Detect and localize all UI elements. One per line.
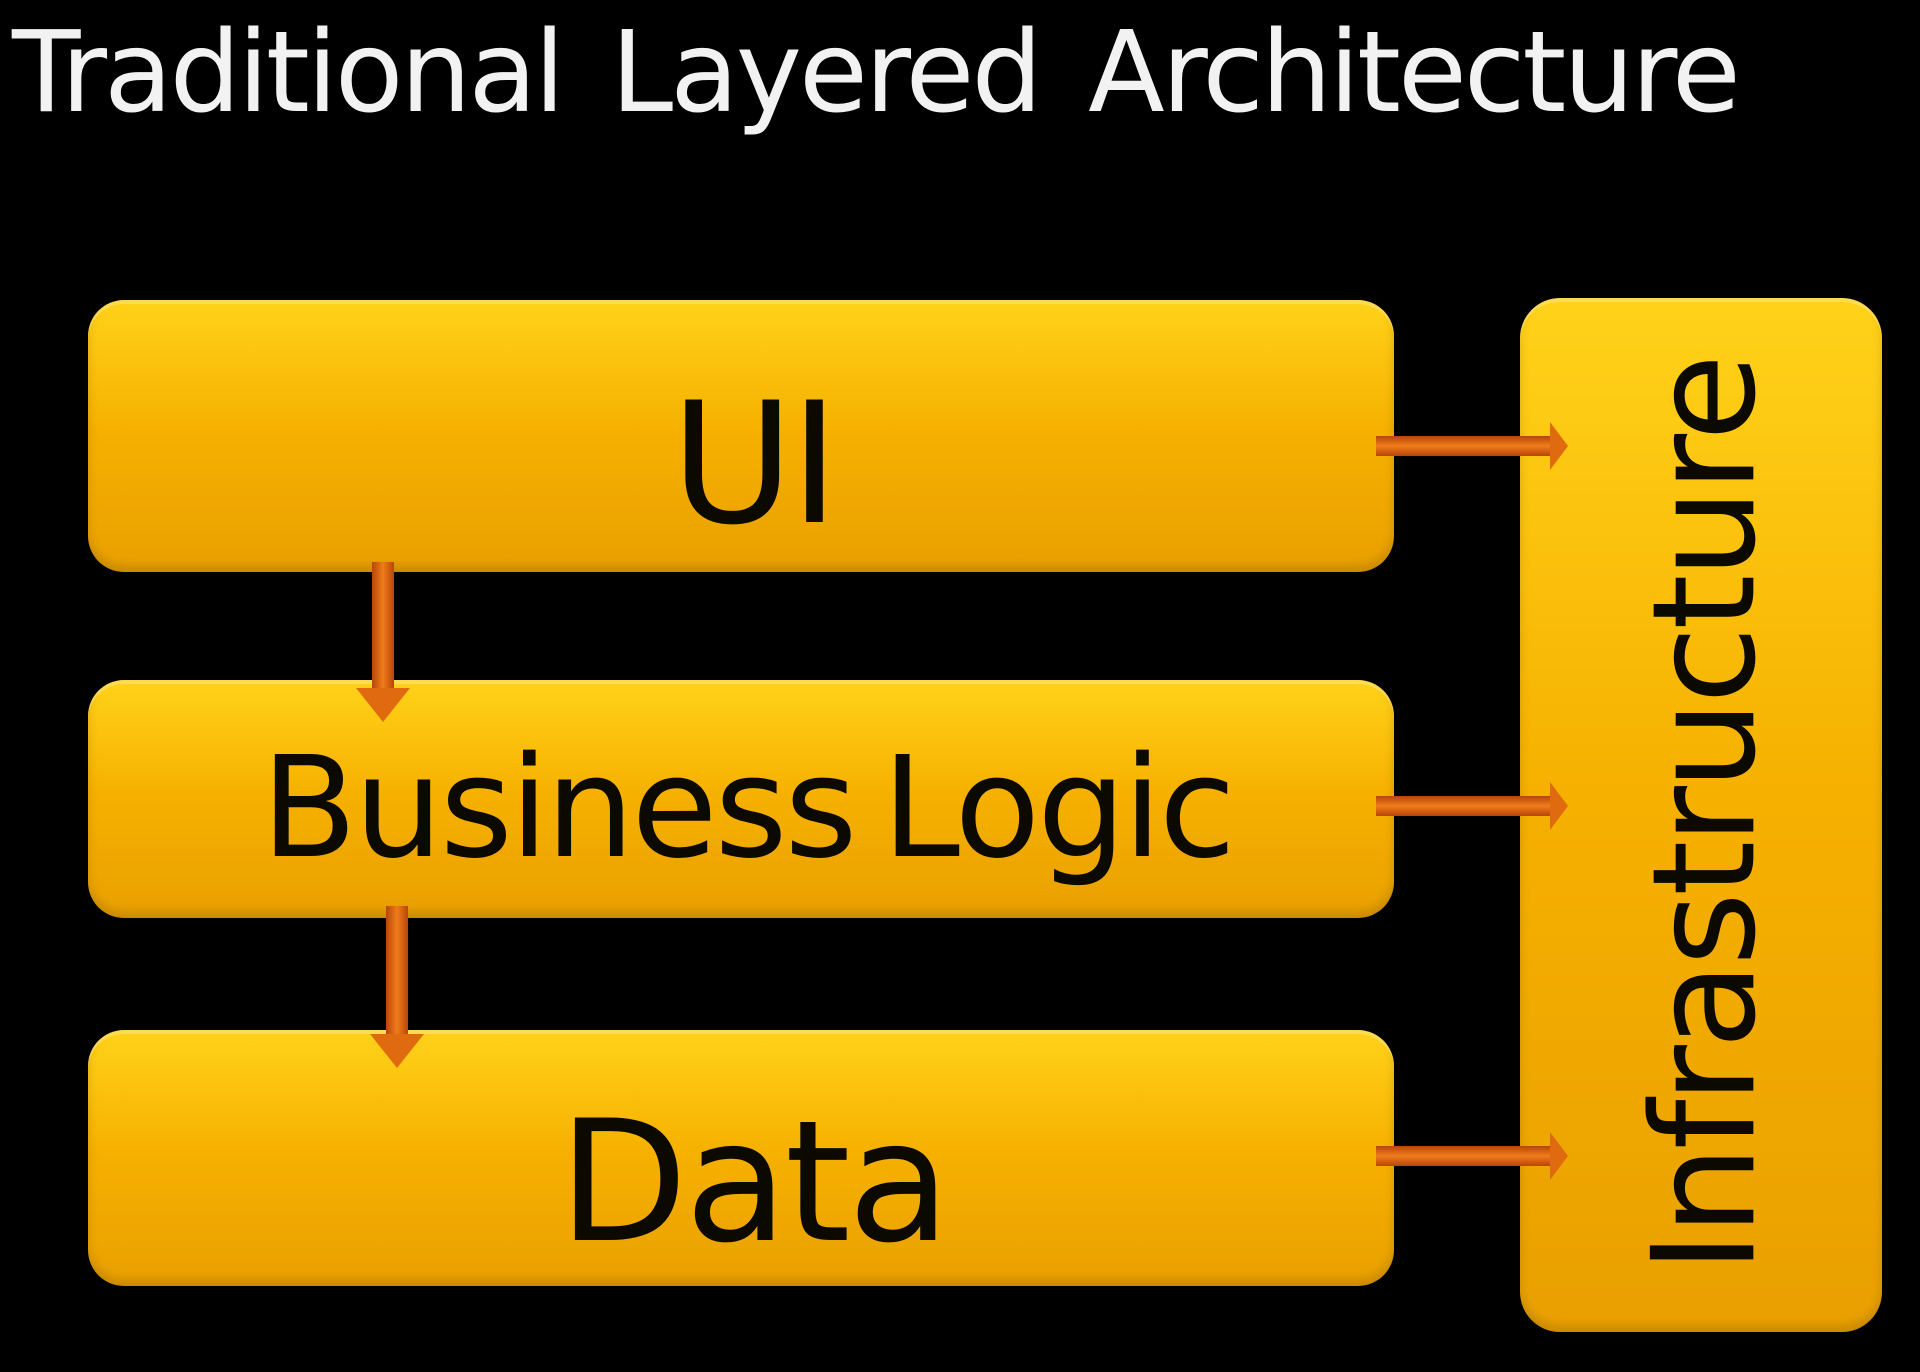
layer-ui-label: UI bbox=[670, 366, 840, 562]
layer-infrastructure-label: Infrastructure bbox=[1622, 357, 1788, 1273]
layer-business-logic-label: Business Logic bbox=[261, 726, 1236, 890]
layer-data-label: Data bbox=[558, 1084, 950, 1280]
layer-business-logic-box: Business Logic bbox=[88, 680, 1394, 918]
slide-title: Traditional Layered Architecture bbox=[12, 8, 1741, 138]
layer-data-box: Data bbox=[88, 1030, 1394, 1286]
layer-ui-box: UI bbox=[88, 300, 1394, 572]
layer-infrastructure-box: Infrastructure bbox=[1520, 298, 1882, 1332]
